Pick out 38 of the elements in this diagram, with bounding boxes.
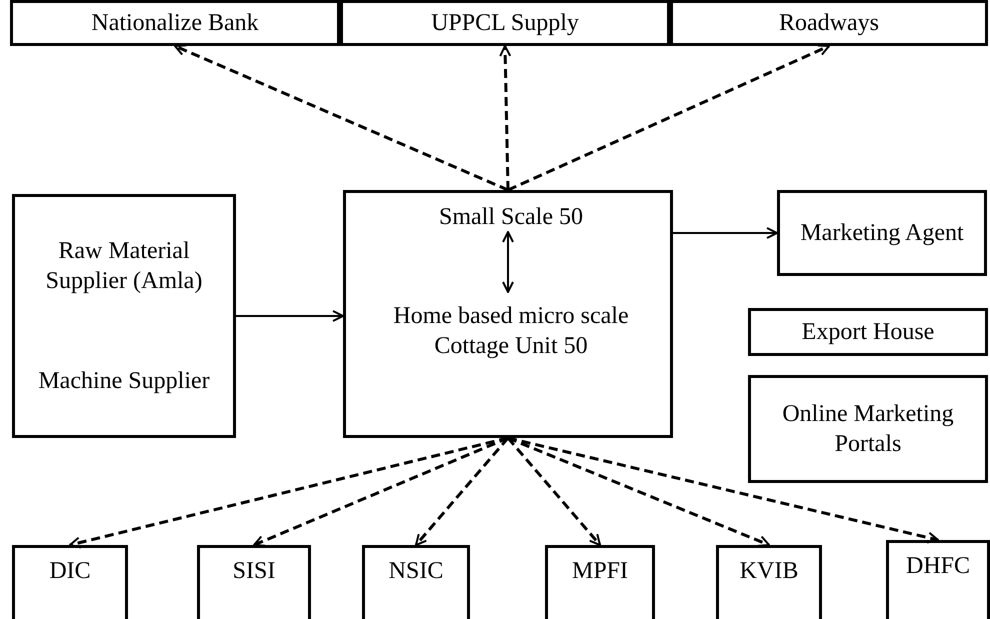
process-box bbox=[10, 0, 340, 46]
process-box bbox=[343, 190, 673, 438]
process-box bbox=[362, 545, 470, 619]
box-label: Roadways bbox=[779, 9, 879, 38]
process-box bbox=[670, 0, 988, 46]
box-label: UPPCL Supply bbox=[431, 9, 579, 38]
process-box bbox=[748, 308, 988, 356]
box-label: Export House bbox=[802, 318, 934, 347]
box-label: Machine Supplier bbox=[38, 367, 210, 396]
box-label: NSIC bbox=[388, 557, 444, 586]
box-label: DIC bbox=[49, 557, 91, 586]
process-box bbox=[340, 0, 670, 46]
process-box bbox=[12, 194, 236, 438]
process-box bbox=[716, 545, 822, 619]
process-box bbox=[197, 545, 311, 619]
box-label: MPFI bbox=[572, 557, 628, 586]
arrow bbox=[236, 310, 344, 322]
box-text: Home based micro scale Cottage Unit 50 bbox=[363, 295, 659, 367]
arrow bbox=[414, 437, 510, 546]
arrow bbox=[506, 437, 602, 546]
process-box bbox=[545, 545, 655, 619]
box-label: Nationalize Bank bbox=[91, 9, 259, 38]
process-box bbox=[777, 190, 987, 276]
arrow bbox=[673, 227, 778, 239]
box-label: Online Marketing Portals bbox=[781, 400, 955, 459]
box-label: DHFC bbox=[906, 552, 970, 581]
arrow bbox=[499, 45, 512, 190]
process-box bbox=[886, 540, 990, 619]
process-box bbox=[748, 375, 988, 483]
box-label: Marketing Agent bbox=[800, 219, 964, 248]
arrow bbox=[174, 44, 509, 192]
arrow bbox=[502, 231, 514, 293]
arrow bbox=[507, 44, 830, 192]
box-label: SISI bbox=[232, 557, 276, 586]
process-box bbox=[12, 545, 128, 619]
box-label: KVIB bbox=[740, 557, 798, 586]
box-text: Small Scale 50 bbox=[378, 199, 644, 235]
box-label: Raw Material Supplier (Amla) bbox=[44, 237, 204, 296]
